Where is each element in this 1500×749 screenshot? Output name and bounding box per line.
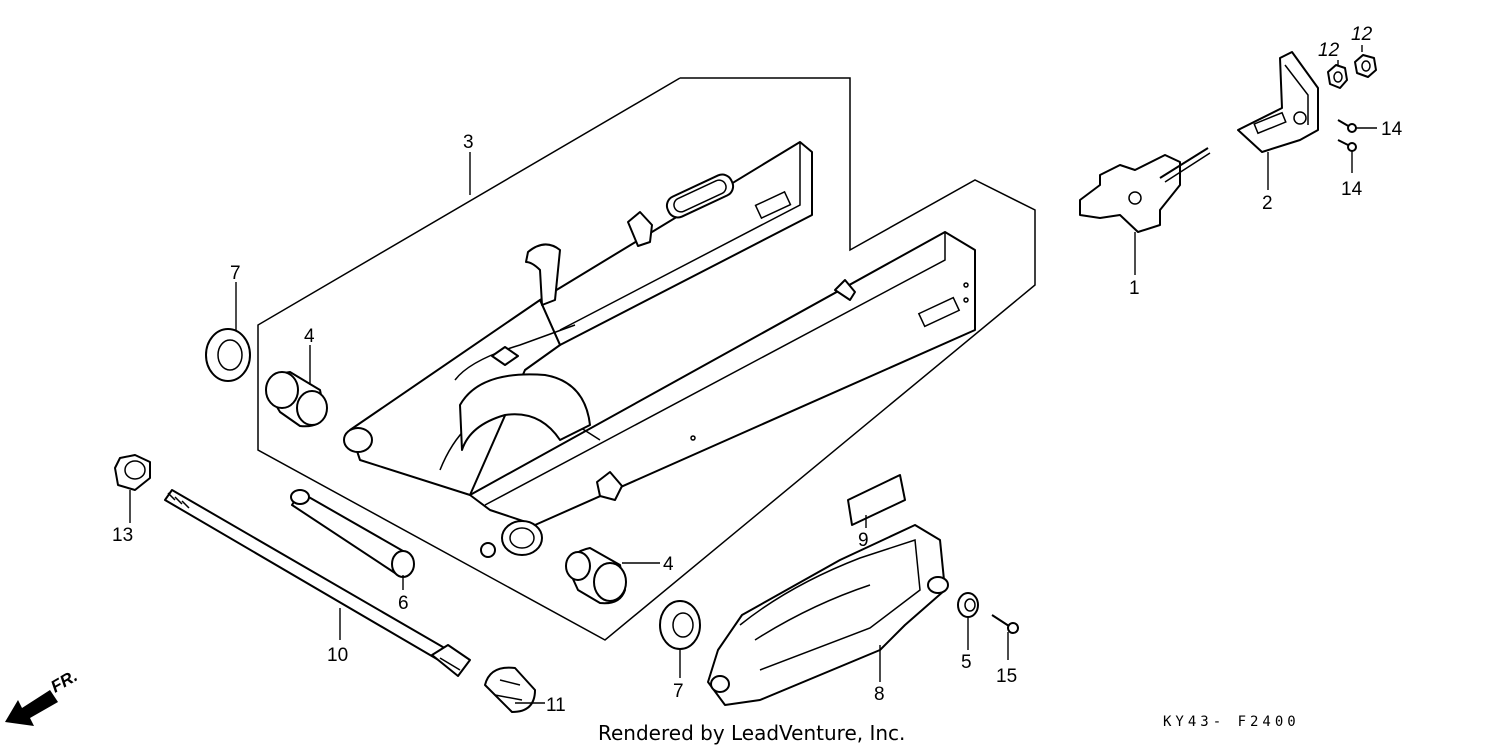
label-part-12-right: 12 [1351,24,1373,45]
pivot-bolt-icon[interactable] [164,489,471,677]
flange-nut-icon[interactable] [114,454,151,491]
label-part-5: 5 [961,652,972,673]
adjusting-bolt-icon[interactable] [484,666,536,713]
nut-icon[interactable] [1354,54,1377,78]
front-indicator-text: FR. [48,666,81,696]
label-part-14-lower: 14 [1341,179,1363,200]
chain-guard-icon[interactable] [707,524,949,706]
label-part-2: 2 [1262,193,1273,214]
label-part-6: 6 [398,593,409,614]
label-part-7-lower: 7 [673,681,684,702]
label-part-1: 1 [1129,278,1140,299]
rendered-by-credit: Rendered by LeadVenture, Inc. [598,721,905,745]
assembly-outline [257,77,1036,641]
label-icon[interactable] [847,474,906,526]
label-part-15: 15 [996,666,1017,687]
tapping-screw-icon[interactable] [991,614,1019,634]
label-part-4-upper: 4 [304,326,315,347]
front-direction-arrow-icon: FR. [5,666,81,726]
label-part-13: 13 [112,525,133,546]
label-part-10: 10 [327,645,348,666]
pivot-bushing-icon[interactable] [265,371,328,428]
label-part-4-lower: 4 [663,554,674,575]
chain-adjuster-bracket-icon[interactable] [1237,51,1319,153]
label-part-11: 11 [546,695,566,716]
screw-icon[interactable] [1337,119,1357,133]
dust-seal-icon[interactable] [205,328,251,382]
label-part-7-upper: 7 [230,263,241,284]
label-part-3: 3 [463,132,474,153]
swingarm-icon[interactable] [343,141,976,558]
pivot-collar-tube-icon[interactable] [290,489,415,578]
dust-seal-icon[interactable] [659,600,701,650]
screw-icon[interactable] [1337,139,1357,152]
label-part-12-left: 12 [1318,40,1340,61]
pivot-bushing-icon[interactable] [565,547,627,605]
leader-lines [129,45,1377,704]
diagram-code: KY43- F2400 [1163,714,1300,730]
chain-adjuster-plate-icon[interactable] [1079,147,1211,233]
nut-icon[interactable] [1327,64,1348,89]
label-part-8: 8 [874,684,885,705]
label-part-9: 9 [858,530,869,551]
collar-icon[interactable] [957,592,979,618]
label-part-14-upper: 14 [1381,119,1403,140]
